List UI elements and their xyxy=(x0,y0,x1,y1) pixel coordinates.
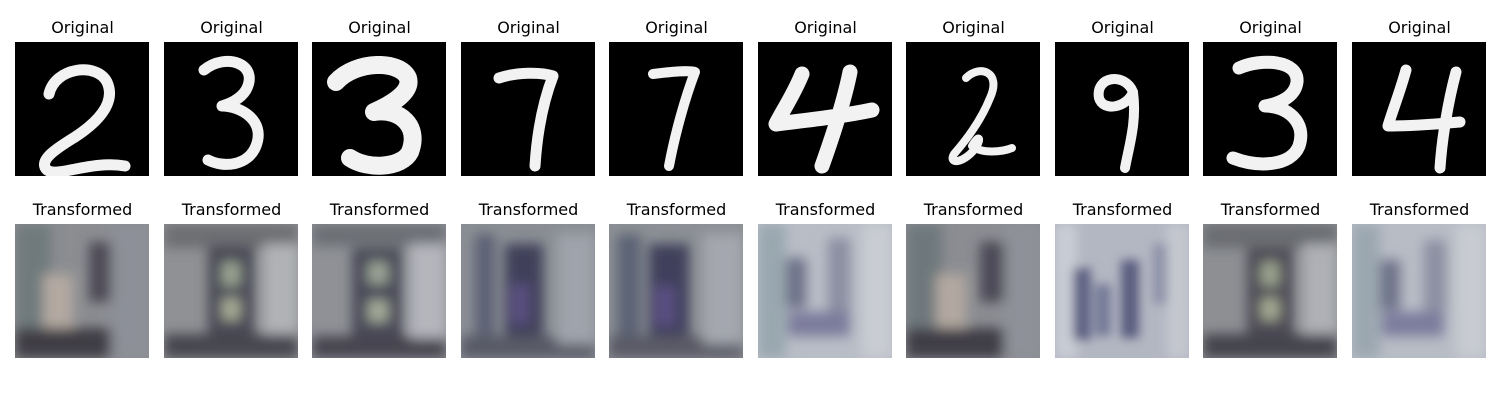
original-panel-4: Original xyxy=(461,18,596,178)
transformed-title: Transformed xyxy=(626,200,727,219)
original-title: Original xyxy=(1239,18,1302,37)
transformed-title: Transformed xyxy=(32,200,133,219)
original-title: Original xyxy=(497,18,560,37)
transformed-panel-2: Transformed xyxy=(164,200,299,360)
original-title: Original xyxy=(200,18,263,37)
transformed-image xyxy=(1203,224,1337,358)
original-image-digit-7-thin xyxy=(609,42,743,176)
original-row: Original Original Original Original Orig… xyxy=(0,18,1500,178)
transformed-panel-10: Transformed xyxy=(1352,200,1487,360)
transformed-title: Transformed xyxy=(181,200,282,219)
transformed-image xyxy=(609,224,743,358)
transformed-title: Transformed xyxy=(1072,200,1173,219)
transformed-title: Transformed xyxy=(1369,200,1470,219)
original-image-digit-2-cursive xyxy=(906,42,1040,176)
original-title: Original xyxy=(348,18,411,37)
transformed-image xyxy=(312,224,446,358)
original-image-digit-3-wide xyxy=(1203,42,1337,176)
original-title: Original xyxy=(1388,18,1451,37)
transformed-image xyxy=(164,224,298,358)
original-title: Original xyxy=(794,18,857,37)
original-panel-9: Original xyxy=(1203,18,1338,178)
original-panel-7: Original xyxy=(906,18,1041,178)
original-panel-6: Original xyxy=(758,18,893,178)
original-image-digit-4-open xyxy=(1352,42,1486,176)
transformed-title: Transformed xyxy=(775,200,876,219)
transformed-panel-1: Transformed xyxy=(15,200,150,360)
original-title: Original xyxy=(51,18,114,37)
transformed-image xyxy=(1055,224,1189,358)
original-panel-2: Original xyxy=(164,18,299,178)
original-image-digit-9 xyxy=(1055,42,1189,176)
original-panel-5: Original xyxy=(609,18,744,178)
original-image-digit-7 xyxy=(461,42,595,176)
transformed-panel-3: Transformed xyxy=(312,200,447,360)
transformed-panel-5: Transformed xyxy=(609,200,744,360)
original-panel-3: Original xyxy=(312,18,447,178)
transformed-image xyxy=(758,224,892,358)
transformed-title: Transformed xyxy=(1220,200,1321,219)
transformed-panel-9: Transformed xyxy=(1203,200,1338,360)
transformed-panel-8: Transformed xyxy=(1055,200,1190,360)
original-image-digit-4 xyxy=(758,42,892,176)
transformed-panel-4: Transformed xyxy=(461,200,596,360)
transformed-image xyxy=(461,224,595,358)
original-title: Original xyxy=(942,18,1005,37)
original-title: Original xyxy=(645,18,708,37)
original-panel-1: Original xyxy=(15,18,150,178)
original-panel-10: Original xyxy=(1352,18,1487,178)
original-image-digit-3-bold xyxy=(312,42,446,176)
transformed-title: Transformed xyxy=(478,200,579,219)
original-panel-8: Original xyxy=(1055,18,1190,178)
transformed-title: Transformed xyxy=(329,200,430,219)
transformed-row: Transformed Transformed xyxy=(0,200,1500,360)
original-image-digit-2 xyxy=(15,42,149,176)
transformed-title: Transformed xyxy=(923,200,1024,219)
original-image-digit-3 xyxy=(164,42,298,176)
transformed-panel-7: Transformed xyxy=(906,200,1041,360)
transformed-image xyxy=(15,224,149,358)
transformed-panel-6: Transformed xyxy=(758,200,893,360)
transformed-image xyxy=(906,224,1040,358)
original-title: Original xyxy=(1091,18,1154,37)
transformed-image xyxy=(1352,224,1486,358)
